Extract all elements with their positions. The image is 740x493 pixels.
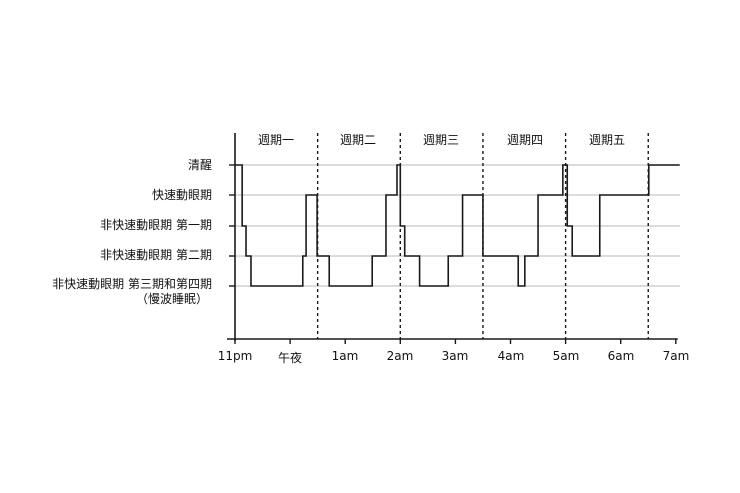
axes: [227, 133, 678, 344]
x-label-6am: 6am: [607, 349, 635, 363]
y-label-nrem-1: 非快速動眼期 第一期: [100, 218, 212, 232]
x-label-3am: 3am: [441, 349, 469, 363]
sleep-stage-trace: [235, 164, 680, 287]
y-label-slow-wave: （慢波睡眠）: [135, 292, 208, 306]
cycle-label-3: 週期三: [422, 133, 459, 147]
cycle-label-5: 週期五: [588, 133, 625, 147]
y-label-nrem-3-4: 非快速動眼期 第三期和第四期: [52, 277, 212, 291]
y-label-wake: 清醒: [187, 158, 212, 172]
x-label-4am: 4am: [497, 349, 525, 363]
x-label-7am: 7am: [662, 349, 690, 363]
y-label-nrem-2: 非快速動眼期 第二期: [100, 248, 212, 262]
cycle-label-4: 週期四: [506, 133, 543, 147]
cycle-label-1: 週期一: [257, 133, 294, 147]
x-label-5am: 5am: [552, 349, 580, 363]
x-label-midnight: 午夜: [277, 351, 302, 365]
hypnogram-line: [235, 164, 680, 287]
stage-gridlines: [235, 164, 680, 287]
cycle-label-2: 週期二: [339, 133, 376, 147]
x-label-1am: 1am: [331, 349, 359, 363]
x-label-11pm: 11pm: [217, 349, 253, 363]
y-label-rem: 快速動眼期: [151, 188, 212, 202]
x-label-2am: 2am: [386, 349, 414, 363]
